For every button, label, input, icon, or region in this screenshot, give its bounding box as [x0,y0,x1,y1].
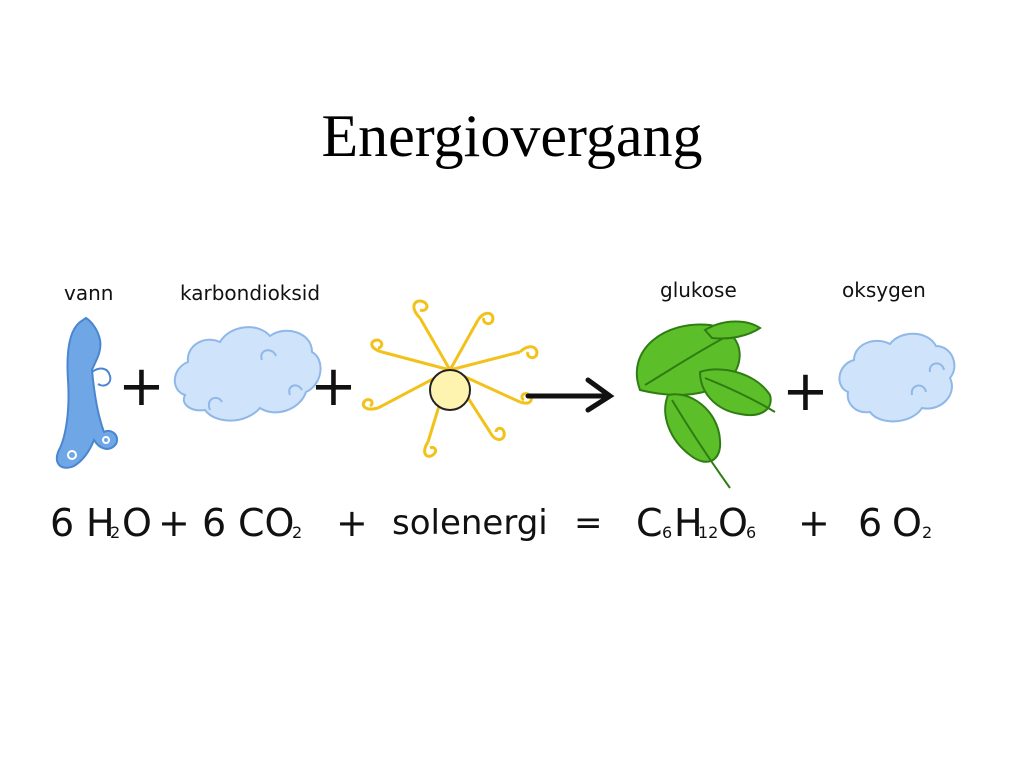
equation-coef-water: 6 [50,501,74,545]
equation-co2-subscript: 2 [292,523,302,542]
equation-carbon: C [636,501,663,545]
equation-carbon-subscript: 6 [662,523,672,542]
cloud-icon [173,326,322,422]
leaves-icon [635,320,776,489]
equation-oxygen-subscript: 6 [746,523,756,542]
label-glucose: glukose [660,278,737,302]
label-water: vann [64,281,113,305]
equation-o2: O [892,501,922,545]
equation-coef-co2: 6 [202,501,226,545]
equation-equals: = [574,503,603,543]
equation-solar-energy: solenergi [392,503,548,543]
plus-operator-2: + [310,354,357,419]
equation-plus-1: + [158,501,190,545]
equation-hydrogen-subscript: 12 [698,523,718,542]
slide-title: Energiovergang [321,103,703,169]
equation-water-o: O [122,501,152,545]
equation-water-h: H [86,501,115,545]
label-co2: karbondioksid [180,281,320,305]
chemical-equation: 6 H 2 O + 6 CO 2 + solenergi = C 6 H 12 … [50,501,932,545]
equation-co2: CO [238,501,294,545]
equation-water-subscript: 2 [110,523,120,542]
arrow-icon [525,377,615,413]
label-oxygen: oksygen [842,278,926,302]
equation-plus-2: + [336,501,368,545]
water-icon [55,316,118,469]
equation-plus-3: + [798,501,830,545]
equation-hydrogen: H [674,501,703,545]
oxygen-cloud-icon [838,332,956,423]
plus-operator-1: + [118,354,165,419]
equation-coef-o2: 6 [858,501,882,545]
plus-operator-3: + [782,359,829,424]
sun-icon [361,299,539,458]
equation-o2-subscript: 2 [922,523,932,542]
equation-oxygen: O [718,501,748,545]
